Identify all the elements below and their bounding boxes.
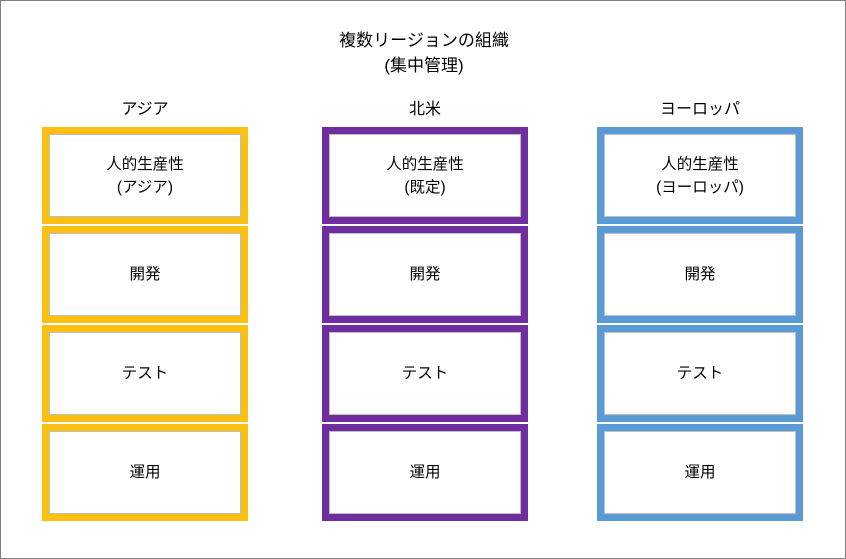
- node-box-asia-human-productivity[interactable]: 人的生産性 (アジア): [42, 127, 248, 224]
- node-label: テスト: [676, 365, 724, 382]
- node-label: テスト: [401, 365, 449, 382]
- node-label: 開発: [409, 266, 441, 283]
- node-box-north-america-test[interactable]: テスト: [322, 325, 528, 422]
- node-label: 人的生産性 (アジア): [106, 155, 184, 196]
- region-header-asia: アジア: [121, 101, 169, 118]
- region-column-north-america: 北米 人的生産性 (既定) 開発 テスト 運用: [322, 97, 528, 521]
- node-box-europe-development[interactable]: 開発: [597, 226, 803, 323]
- node-label: 人的生産性 (既定): [386, 155, 464, 196]
- node-box-north-america-human-productivity[interactable]: 人的生産性 (既定): [322, 127, 528, 224]
- node-box-europe-operations[interactable]: 運用: [597, 424, 803, 521]
- node-box-europe-human-productivity[interactable]: 人的生産性 (ヨーロッパ): [597, 127, 803, 224]
- region-columns: アジア 人的生産性 (アジア) 開発 テスト 運用 北米: [1, 97, 845, 537]
- node-stack-asia: 人的生産性 (アジア) 開発 テスト 運用: [42, 127, 248, 521]
- node-label: 運用: [684, 464, 716, 481]
- node-box-asia-development[interactable]: 開発: [42, 226, 248, 323]
- node-box-north-america-operations[interactable]: 運用: [322, 424, 528, 521]
- region-header-north-america: 北米: [408, 101, 441, 118]
- diagram-title-sub: (集中管理): [384, 56, 464, 75]
- node-stack-north-america: 人的生産性 (既定) 開発 テスト 運用: [322, 127, 528, 521]
- node-stack-europe: 人的生産性 (ヨーロッパ) 開発 テスト 運用: [597, 127, 803, 521]
- region-column-europe: ヨーロッパ 人的生産性 (ヨーロッパ) 開発 テスト 運用: [597, 97, 803, 521]
- node-label: 開発: [684, 266, 716, 283]
- node-box-north-america-development[interactable]: 開発: [322, 226, 528, 323]
- node-label: 運用: [409, 464, 441, 481]
- node-label: 開発: [129, 266, 161, 283]
- node-label: テスト: [121, 365, 169, 382]
- diagram-title: 複数リージョンの組織 (集中管理): [1, 28, 845, 78]
- region-column-asia: アジア 人的生産性 (アジア) 開発 テスト 運用: [42, 97, 248, 521]
- node-box-asia-operations[interactable]: 運用: [42, 424, 248, 521]
- node-label: 運用: [129, 464, 161, 481]
- node-box-asia-test[interactable]: テスト: [42, 325, 248, 422]
- node-box-europe-test[interactable]: テスト: [597, 325, 803, 422]
- node-label: 人的生産性 (ヨーロッパ): [656, 155, 744, 196]
- diagram-title-main: 複数リージョンの組織: [339, 31, 509, 50]
- region-header-europe: ヨーロッパ: [659, 101, 740, 118]
